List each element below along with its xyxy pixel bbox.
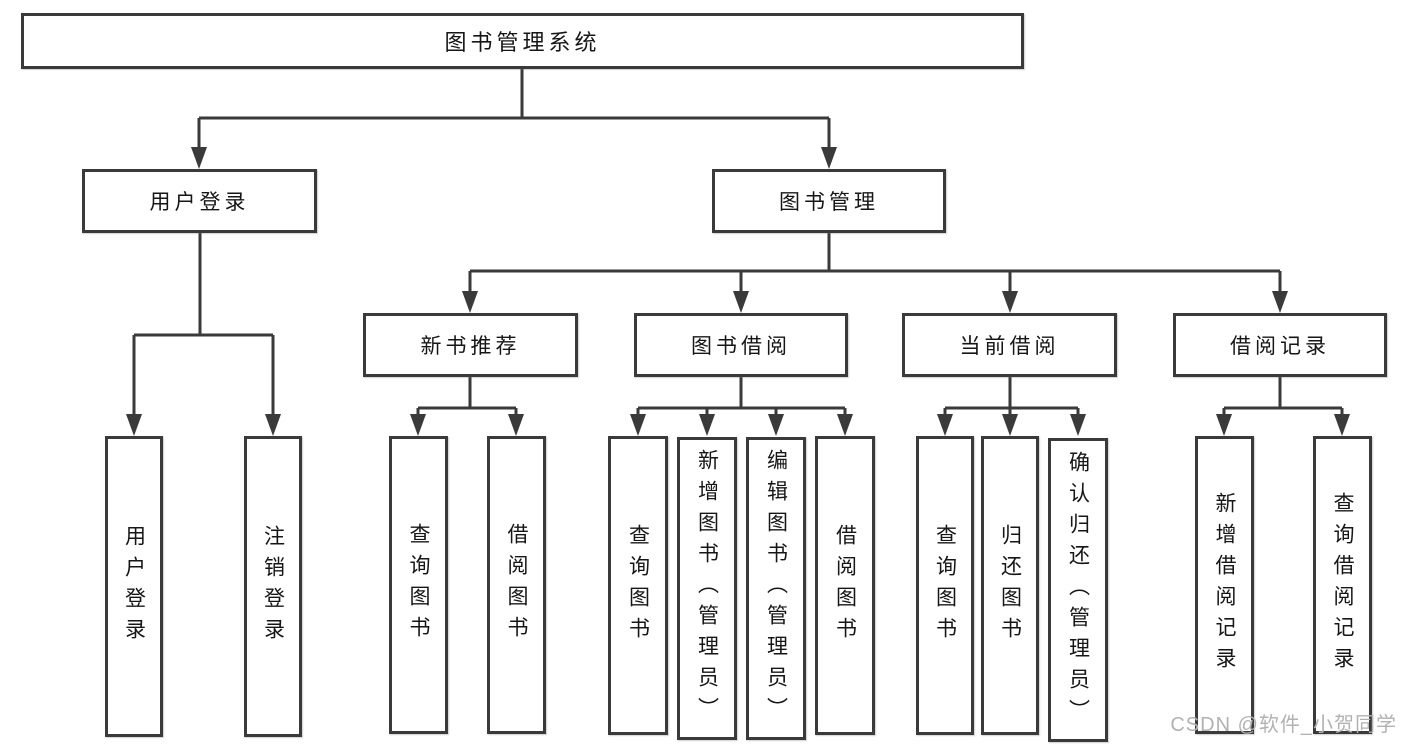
leaf-user-login: 用户登录: [105, 436, 163, 737]
node-root-label: 图书管理系统: [444, 30, 601, 55]
leaf-borrow-books-rec: 借阅图书: [487, 436, 546, 734]
watermark: CSDN @软件_小贺同学: [1170, 714, 1397, 736]
leaf-add-book-admin-label: 新增图书（管理员）: [695, 449, 719, 728]
leaf-return-books: 归还图书: [981, 436, 1039, 735]
leaf-add-borrow-record-label: 新增借阅记录: [1213, 492, 1236, 678]
leaf-edit-book-admin-label: 编辑图书（管理员）: [764, 449, 788, 728]
leaf-query-borrow-record: 查询借阅记录: [1313, 436, 1372, 734]
leaf-edit-book-admin: 编辑图书（管理员）: [746, 437, 806, 740]
leaf-return-books-label: 归还图书: [998, 523, 1022, 648]
leaf-logout: 注销登录: [244, 436, 302, 737]
node-root: 图书管理系统: [21, 13, 1024, 69]
arrowheads: [126, 147, 1350, 436]
node-new-book-rec: 新书推荐: [363, 313, 578, 377]
node-user-login: 用户登录: [82, 169, 317, 233]
node-user-login-label: 用户登录: [149, 191, 250, 214]
leaf-query-books-current-label: 查询图书: [933, 523, 957, 648]
leaf-user-login-label: 用户登录: [122, 524, 146, 649]
node-book-mgmt-label: 图书管理: [779, 191, 879, 214]
node-borrow-records: 借阅记录: [1173, 313, 1387, 377]
leaf-query-books-borrow-label: 查询图书: [626, 523, 650, 648]
node-new-book-rec-label: 新书推荐: [420, 335, 521, 358]
node-book-borrow: 图书借阅: [634, 313, 848, 377]
leaf-borrow-books-rec-label: 借阅图书: [505, 523, 528, 647]
node-current-borrow-label: 当前借阅: [959, 335, 1060, 358]
leaf-query-books-borrow: 查询图书: [608, 436, 668, 735]
leaf-query-books-rec-label: 查询图书: [407, 523, 430, 647]
leaf-confirm-return-admin: 确认归还（管理员）: [1048, 438, 1108, 742]
leaf-query-borrow-record-label: 查询借阅记录: [1331, 492, 1354, 678]
node-borrow-records-label: 借阅记录: [1230, 335, 1330, 358]
leaf-borrow-books-borrow: 借阅图书: [815, 436, 875, 735]
node-book-borrow-label: 图书借阅: [691, 335, 791, 358]
leaf-query-books-current: 查询图书: [916, 436, 974, 735]
leaf-logout-label: 注销登录: [261, 524, 285, 649]
node-book-mgmt: 图书管理: [712, 169, 946, 233]
leaf-borrow-books-borrow-label: 借阅图书: [833, 523, 857, 648]
leaf-confirm-return-admin-label: 确认归还（管理员）: [1066, 450, 1090, 730]
node-current-borrow: 当前借阅: [902, 313, 1117, 377]
leaf-add-borrow-record: 新增借阅记录: [1195, 436, 1254, 734]
leaf-query-books-rec: 查询图书: [389, 436, 448, 734]
leaf-add-book-admin: 新增图书（管理员）: [677, 437, 737, 740]
